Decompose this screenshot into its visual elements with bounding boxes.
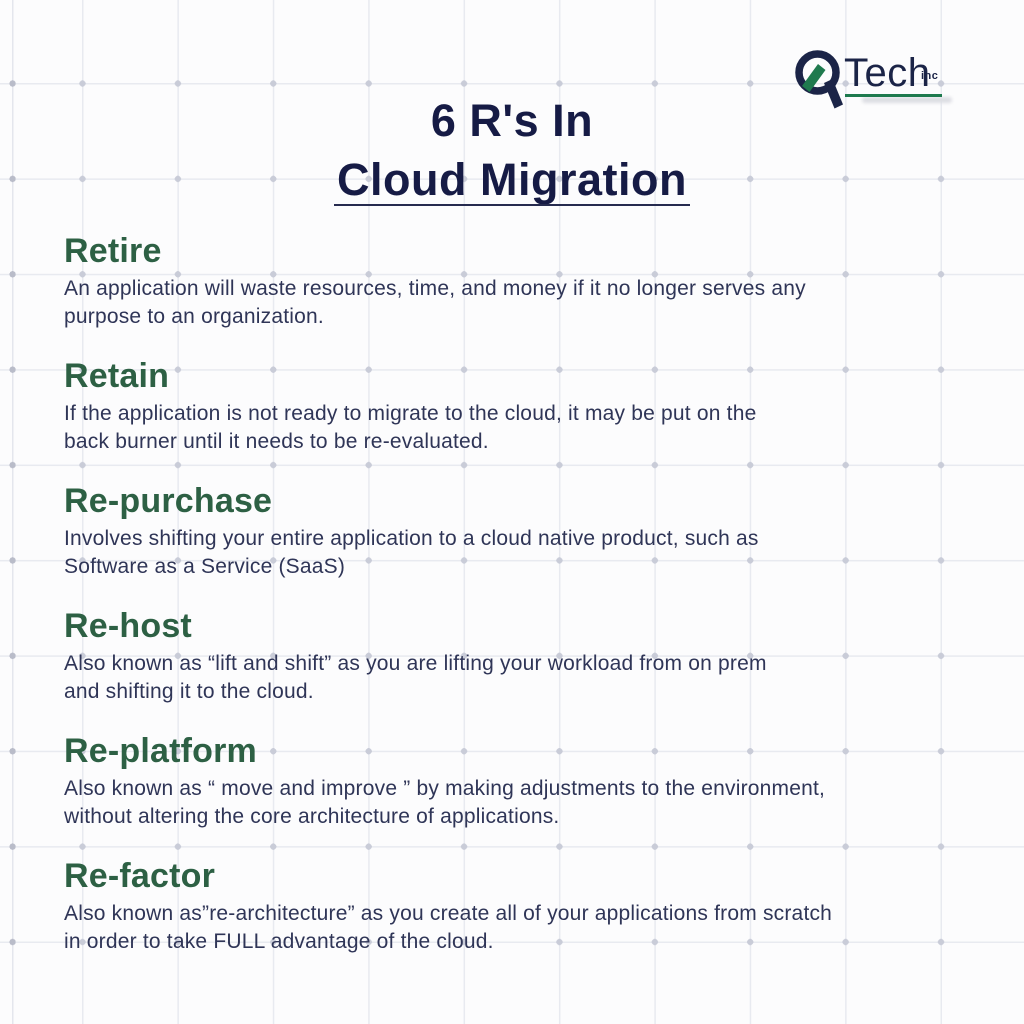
logo-underline-shadow: [862, 97, 952, 103]
section-body-line: Software as a Service (SaaS): [64, 555, 346, 578]
section-refactor: Re-factor Also known as”re-architecture”…: [64, 858, 964, 956]
section-body-line: Also known as”re-architecture” as you cr…: [64, 902, 833, 925]
section-heading-refactor: Re-factor: [64, 857, 216, 895]
logo-brand-text: Tech: [844, 51, 931, 95]
section-body-line: An application will waste resources, tim…: [64, 277, 806, 300]
page-title: 6 R's In Cloud Migration: [0, 91, 1024, 209]
title-divider: [334, 204, 690, 207]
section-body-line: in order to take FULL advantage of the c…: [64, 930, 494, 953]
section-retire: Retire An application will waste resourc…: [64, 233, 964, 331]
section-body-line: without altering the core architecture o…: [64, 805, 560, 828]
page-title-line1: 6 R's In: [430, 95, 594, 147]
section-heading-replatform: Re-platform: [64, 732, 257, 770]
section-heading-repurchase: Re-purchase: [64, 482, 273, 520]
section-heading-retire: Retire: [64, 232, 162, 270]
section-body-line: purpose to an organization.: [64, 305, 324, 328]
logo-underline: [845, 94, 942, 98]
section-body-line: If the application is not ready to migra…: [64, 402, 757, 425]
section-body-line: back burner until it needs to be re-eval…: [64, 430, 489, 453]
sections-list: Retire An application will waste resourc…: [64, 233, 964, 983]
logo-inc-text: inc: [921, 70, 939, 82]
qtech-logo: Tech inc: [788, 40, 968, 118]
qtech-q-leaf-icon: [795, 50, 843, 109]
section-heading-rehost: Re-host: [64, 607, 192, 645]
section-body-line: Involves shifting your entire applicatio…: [64, 527, 759, 550]
page-title-line2: Cloud Migration: [337, 154, 687, 206]
section-body-line: and shifting it to the cloud.: [64, 680, 314, 703]
section-retain: Retain If the application is not ready t…: [64, 358, 964, 456]
section-body-line: Also known as “ move and improve ” by ma…: [64, 777, 826, 800]
section-rehost: Re-host Also known as “lift and shift” a…: [64, 608, 964, 706]
section-heading-retain: Retain: [64, 357, 170, 395]
section-repurchase: Re-purchase Involves shifting your entir…: [64, 483, 964, 581]
section-replatform: Re-platform Also known as “ move and imp…: [64, 733, 964, 831]
section-body-line: Also known as “lift and shift” as you ar…: [64, 652, 767, 675]
